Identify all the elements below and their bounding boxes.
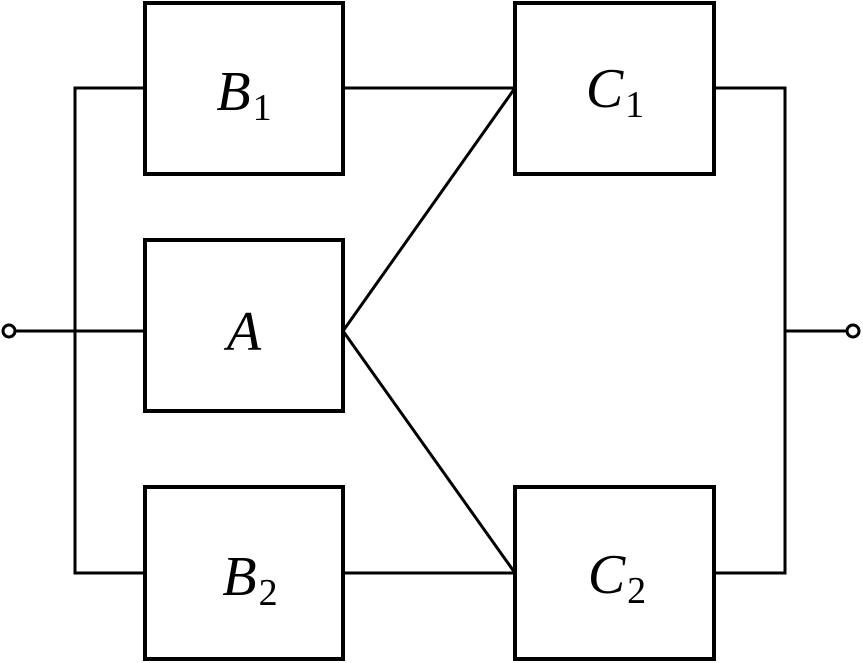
block-C2-label: C2 <box>588 544 646 612</box>
block-C2-subscript: 2 <box>627 570 646 612</box>
block-B2-subscript: 2 <box>259 572 278 614</box>
block-B1-box <box>143 1 345 176</box>
block-B1-label: B1 <box>216 61 271 129</box>
block-C1-label: C1 <box>586 58 644 126</box>
block-B1-letter: B <box>216 61 250 123</box>
wire-A-to-C2 <box>340 328 518 576</box>
block-C1: C1 <box>513 1 716 176</box>
block-A-letter: A <box>223 301 262 363</box>
block-C1-letter: C <box>586 58 624 120</box>
block-C2: C2 <box>513 485 716 661</box>
block-C2-letter: C <box>588 544 626 606</box>
wires <box>14 85 849 576</box>
block-A-label: A <box>223 301 262 363</box>
block-B1: B1 <box>143 1 345 176</box>
block-B2-letter: B <box>222 546 256 608</box>
block-A-box <box>143 238 345 413</box>
wire-A-to-C1 <box>340 85 518 334</box>
block-C2-box <box>513 485 716 661</box>
block-C1-subscript: 1 <box>625 84 644 126</box>
block-A: A <box>143 238 345 413</box>
block-C1-box <box>513 1 716 176</box>
block-B2: B2 <box>143 485 345 661</box>
block-B2-label: B2 <box>222 546 277 614</box>
output-terminal <box>845 323 861 339</box>
block-B1-subscript: 1 <box>253 87 272 129</box>
input-terminal <box>1 323 17 339</box>
block-B2-box <box>143 485 345 661</box>
